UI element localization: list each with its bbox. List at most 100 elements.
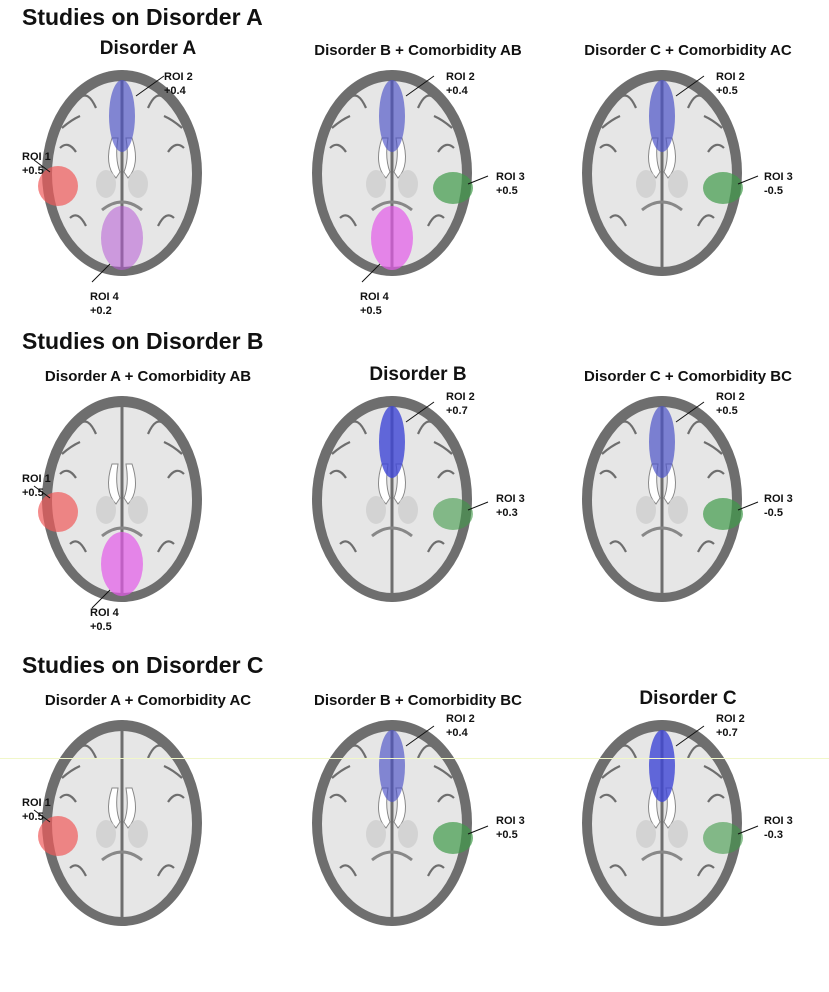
right-thalamus bbox=[128, 820, 148, 848]
left-lateral-ventricle bbox=[108, 463, 121, 505]
roi-label: ROI 2+0.4 bbox=[446, 71, 475, 97]
panel-b-disorder-c-comorbidity-bc: Disorder C + Comorbidity BC ROI 2+0.5 RO… bbox=[550, 368, 826, 668]
panel-title: Disorder C bbox=[639, 688, 737, 709]
roi-label: ROI 1+0.5 bbox=[22, 797, 51, 823]
panel-c-disorder-c: Disorder C ROI 2+0.7 ROI 3-0.3 bbox=[550, 688, 826, 992]
gyrus-fold bbox=[167, 143, 185, 153]
roi-overlay-occipital bbox=[371, 206, 413, 270]
panel-title: Disorder B + Comorbidity BC bbox=[314, 692, 522, 709]
roi-label: ROI 4+0.2 bbox=[90, 291, 119, 317]
panel-a-disorder-b-comorbidity-ab: Disorder B + Comorbidity AB ROI 2+0.4 RO… bbox=[280, 42, 556, 342]
gyrus-fold bbox=[146, 420, 165, 435]
roi-label: ROI 3+0.5 bbox=[496, 815, 525, 841]
panel-title: Disorder B + Comorbidity AB bbox=[314, 42, 522, 59]
roi-overlay-medial-frontal bbox=[109, 80, 135, 152]
brain-axial-slice bbox=[312, 70, 489, 283]
roi-leader-line bbox=[675, 725, 705, 747]
gyrus-fold bbox=[329, 793, 347, 803]
gyrus-fold bbox=[697, 540, 715, 553]
gyrus-fold bbox=[59, 469, 77, 479]
gyrus-fold bbox=[339, 864, 357, 877]
splenium bbox=[641, 200, 683, 212]
right-thalamus bbox=[398, 170, 418, 198]
gyrus-fold bbox=[686, 94, 705, 109]
splenium bbox=[371, 200, 413, 212]
gyrus-fold bbox=[703, 440, 723, 455]
gyrus-fold bbox=[609, 540, 627, 553]
gyrus-fold bbox=[601, 764, 621, 779]
roi-label: ROI 4+0.5 bbox=[90, 607, 119, 633]
roi-leader-line bbox=[91, 263, 111, 283]
roi-leader-line bbox=[675, 401, 705, 423]
roi-overlay-right-temporal bbox=[703, 498, 743, 530]
roi-leader-line bbox=[405, 725, 435, 747]
gyrus-fold bbox=[331, 114, 351, 129]
right-thalamus bbox=[398, 496, 418, 524]
gyrus-fold bbox=[599, 793, 617, 803]
panel-title: Disorder A bbox=[99, 38, 197, 59]
roi-overlay-right-temporal bbox=[433, 172, 473, 204]
roi-overlay-right-temporal bbox=[703, 172, 743, 204]
left-thalamus bbox=[366, 820, 386, 848]
right-thalamus bbox=[668, 170, 688, 198]
right-thalamus bbox=[128, 170, 148, 198]
roi-overlay-medial-frontal bbox=[379, 730, 405, 802]
gyrus-fold bbox=[59, 143, 77, 153]
roi-label: ROI 4+0.5 bbox=[360, 291, 389, 317]
gyrus-fold bbox=[427, 214, 445, 227]
roi-label: ROI 2+0.4 bbox=[164, 71, 193, 97]
gyrus-fold bbox=[619, 94, 638, 109]
gyrus-fold bbox=[61, 440, 81, 455]
panel-title: Disorder A + Comorbidity AB bbox=[44, 368, 252, 385]
brain-axial-slice bbox=[33, 396, 202, 609]
roi-overlay-left-temporal bbox=[38, 166, 78, 206]
gyrus-fold bbox=[167, 469, 185, 479]
gyrus-fold bbox=[707, 793, 725, 803]
roi-leader-line bbox=[405, 75, 435, 97]
gyrus-fold bbox=[163, 764, 183, 779]
brain-axial-slice bbox=[582, 720, 759, 926]
splenium bbox=[101, 526, 143, 538]
right-thalamus bbox=[668, 496, 688, 524]
gyrus-fold bbox=[416, 420, 435, 435]
roi-leader-line bbox=[91, 589, 111, 609]
gyrus-fold bbox=[59, 793, 77, 803]
left-thalamus bbox=[96, 170, 116, 198]
gyrus-fold bbox=[69, 540, 87, 553]
roi-leader-line bbox=[135, 75, 165, 97]
roi-label: ROI 1+0.5 bbox=[22, 151, 51, 177]
brain-axial-slice bbox=[312, 720, 489, 926]
roi-overlay-medial-frontal bbox=[649, 80, 675, 152]
gyrus-fold bbox=[157, 214, 175, 227]
left-thalamus bbox=[636, 170, 656, 198]
roi-leader-line bbox=[737, 825, 759, 835]
gyrus-fold bbox=[427, 864, 445, 877]
gyrus-fold bbox=[601, 114, 621, 129]
panel-title: Disorder A + Comorbidity AC bbox=[44, 692, 252, 709]
panel-title: Disorder C + Comorbidity AC bbox=[584, 42, 792, 59]
gyrus-fold bbox=[329, 469, 347, 479]
gyrus-fold bbox=[349, 744, 368, 759]
splenium bbox=[101, 200, 143, 212]
panel-title: Disorder B bbox=[369, 364, 467, 385]
roi-leader-line bbox=[675, 75, 705, 97]
gyrus-fold bbox=[416, 94, 435, 109]
gyrus-fold bbox=[686, 420, 705, 435]
gyrus-fold bbox=[619, 420, 638, 435]
panel-c-disorder-b-comorbidity-bc: Disorder B + Comorbidity BC ROI 2+0.4 RO… bbox=[280, 692, 556, 992]
gyrus-fold bbox=[61, 764, 81, 779]
roi-overlay-right-temporal bbox=[433, 498, 473, 530]
gyrus-fold bbox=[427, 540, 445, 553]
gyrus-fold bbox=[69, 864, 87, 877]
right-thalamus bbox=[128, 496, 148, 524]
gyrus-fold bbox=[79, 420, 98, 435]
panel-c-disorder-a-comorbidity-ac: Disorder A + Comorbidity AC ROI 1+0.5 bbox=[10, 692, 286, 992]
gyrus-fold bbox=[79, 94, 98, 109]
gyrus-fold bbox=[437, 793, 455, 803]
panel-b-disorder-a-comorbidity-ab: Disorder A + Comorbidity AB ROI 1+0.5 RO… bbox=[10, 368, 286, 668]
gyrus-fold bbox=[416, 744, 435, 759]
roi-label: ROI 3-0.5 bbox=[764, 493, 793, 519]
roi-leader-line bbox=[33, 485, 51, 499]
brain-axial-slice bbox=[312, 396, 489, 602]
roi-overlay-occipital bbox=[101, 532, 143, 596]
